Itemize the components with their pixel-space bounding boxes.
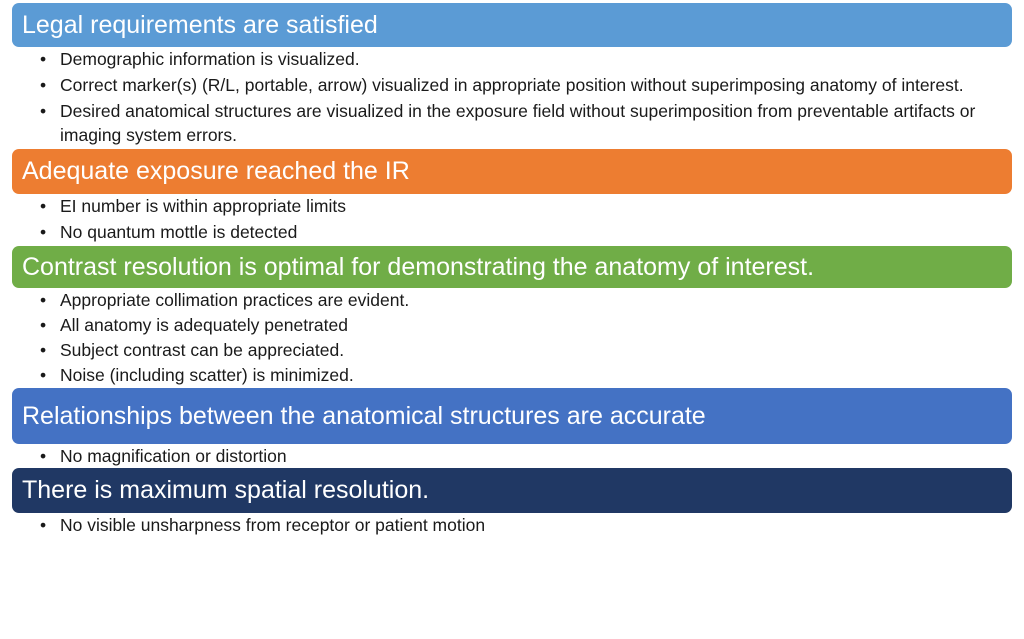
section-adequate-exposure: Adequate exposure reached the IR EI numb… <box>12 149 1012 244</box>
section-header-spatial-resolution: There is maximum spatial resolution. <box>12 468 1012 513</box>
bullet-item: Noise (including scatter) is minimized. <box>40 363 1012 387</box>
section-header-legal-requirements: Legal requirements are satisfied <box>12 3 1012 47</box>
bullet-item: EI number is within appropriate limits <box>40 194 1012 218</box>
bullet-item: No quantum mottle is detected <box>40 220 1012 244</box>
section-anatomical-relationships: Relationships between the anatomical str… <box>12 388 1012 468</box>
bullet-item: No visible unsharpness from receptor or … <box>40 513 1012 537</box>
section-spatial-resolution: There is maximum spatial resolution. No … <box>12 468 1012 537</box>
bullet-item: Correct marker(s) (R/L, portable, arrow)… <box>40 73 1012 97</box>
section-header-adequate-exposure: Adequate exposure reached the IR <box>12 149 1012 194</box>
bullet-list-adequate-exposure: EI number is within appropriate limits N… <box>12 194 1012 244</box>
bullet-item: Appropriate collimation practices are ev… <box>40 288 1012 312</box>
section-header-contrast-resolution: Contrast resolution is optimal for demon… <box>12 246 1012 288</box>
section-contrast-resolution: Contrast resolution is optimal for demon… <box>12 246 1012 387</box>
criteria-diagram: Legal requirements are satisfied Demogra… <box>12 3 1012 537</box>
section-legal-requirements: Legal requirements are satisfied Demogra… <box>12 3 1012 147</box>
section-header-anatomical-relationships: Relationships between the anatomical str… <box>12 388 1012 444</box>
bullet-item: All anatomy is adequately penetrated <box>40 313 1012 337</box>
bullet-list-anatomical-relationships: No magnification or distortion <box>12 444 1012 468</box>
bullet-item: Demographic information is visualized. <box>40 47 1012 71</box>
bullet-list-spatial-resolution: No visible unsharpness from receptor or … <box>12 513 1012 537</box>
bullet-item: Desired anatomical structures are visual… <box>40 99 1012 147</box>
bullet-item: Subject contrast can be appreciated. <box>40 338 1012 362</box>
bullet-list-contrast-resolution: Appropriate collimation practices are ev… <box>12 288 1012 387</box>
bullet-item: No magnification or distortion <box>40 444 1012 468</box>
bullet-list-legal-requirements: Demographic information is visualized. C… <box>12 47 1012 147</box>
